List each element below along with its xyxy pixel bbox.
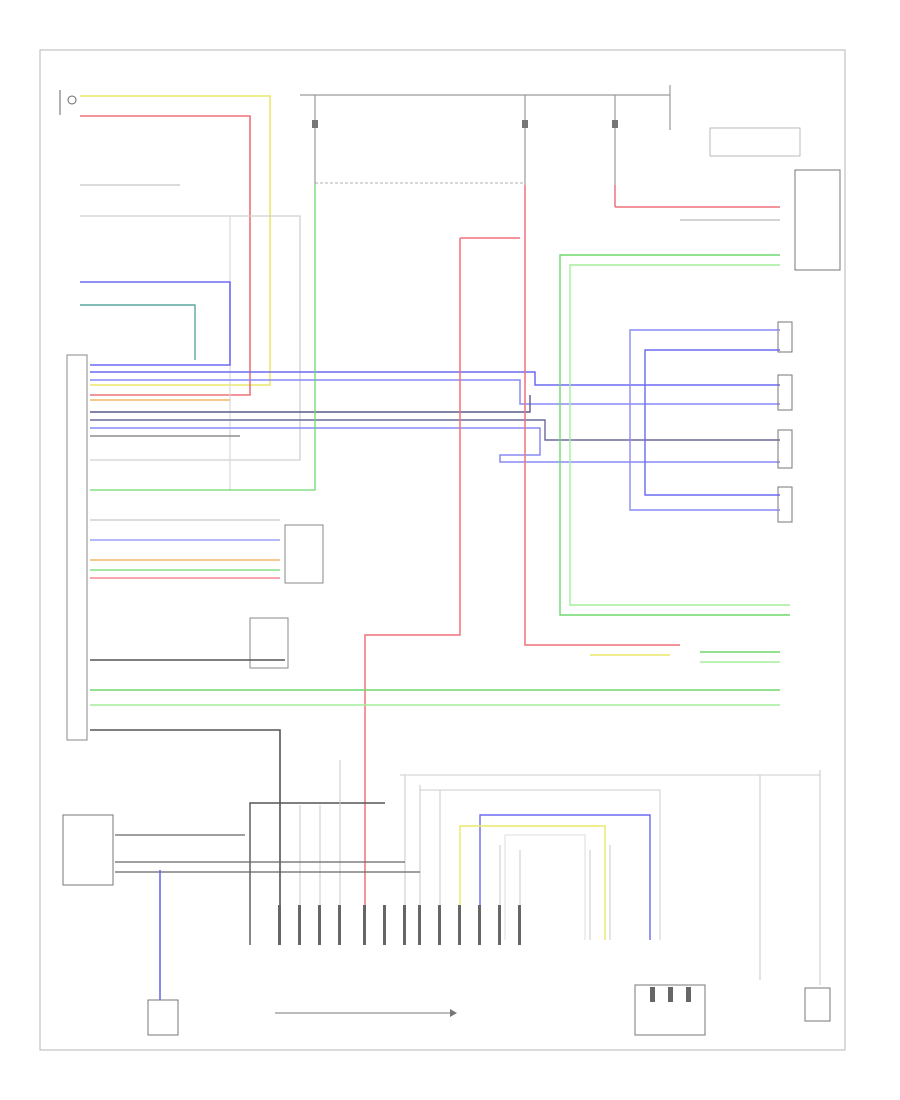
wire-yellow-speaker xyxy=(80,95,271,386)
wire-green-right-2 xyxy=(569,264,790,606)
radio-module xyxy=(66,354,88,741)
wire-blue-right-1 xyxy=(629,329,780,511)
wire-teal-connector xyxy=(80,304,196,360)
wire-red-long xyxy=(364,238,461,945)
wire-dark-2 xyxy=(90,419,780,441)
speaker-rear-left xyxy=(777,429,793,469)
wire-gray-lower-top-2 xyxy=(420,789,661,940)
top-right-switch xyxy=(709,127,801,157)
wire-blue-rear-1 xyxy=(90,427,780,463)
rear-control-module xyxy=(634,984,706,1036)
wire-green-vertical xyxy=(90,185,316,491)
wire-blue-lower-2 xyxy=(479,814,651,940)
left-rear-speaker xyxy=(59,90,77,115)
connector-c2 xyxy=(249,617,289,669)
wire-yellow-lower-2 xyxy=(459,825,606,940)
diagram-border xyxy=(39,49,846,1051)
wire-gray-lower-3 xyxy=(504,834,586,940)
speaker-front-right xyxy=(777,374,793,411)
right-module xyxy=(794,169,841,271)
wire-dark-1 xyxy=(90,395,531,413)
speaker-front-left xyxy=(777,321,793,353)
wire-blue-right-2 xyxy=(644,349,780,496)
antenna-module xyxy=(147,999,179,1036)
power-bus xyxy=(300,85,671,185)
wire-blue-front-1 xyxy=(90,371,780,386)
fuse-markers xyxy=(312,120,618,128)
speaker-rear-right xyxy=(777,486,793,523)
connector-pins xyxy=(278,905,521,945)
wire-dark-down-1 xyxy=(90,729,281,945)
wire-red-speaker xyxy=(80,115,251,396)
left-bottom-module xyxy=(62,814,114,886)
rear-control-module-pins xyxy=(650,987,691,1002)
wire-blue-front-2 xyxy=(90,379,780,405)
wire-red-middle xyxy=(524,185,680,646)
wire-green-right-1 xyxy=(559,254,790,616)
wire-gray-connector-2 xyxy=(80,215,301,461)
bottom-arrow-head xyxy=(450,1009,457,1017)
bottom-right-ground xyxy=(804,987,831,1022)
connector-c1 xyxy=(284,524,324,584)
wire-blue-connector xyxy=(80,281,231,366)
